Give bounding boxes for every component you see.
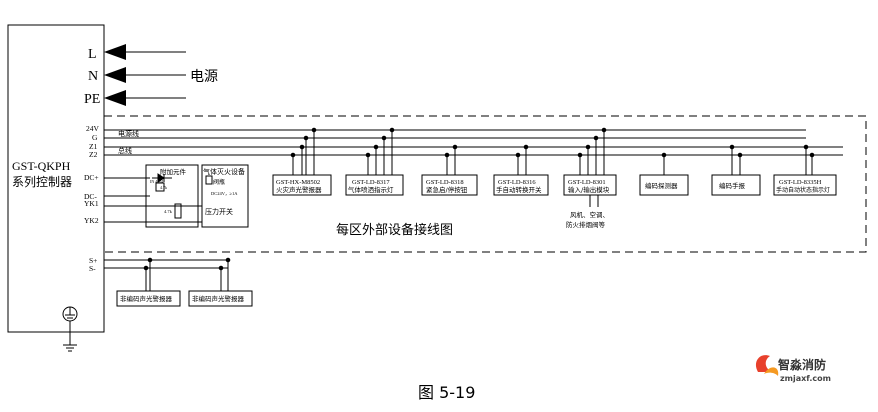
arrow-pe-icon <box>104 90 126 106</box>
device-box-8 <box>773 174 837 196</box>
sounder-circuit <box>104 257 231 291</box>
controller-name-line2: 系列控制器 <box>12 175 72 189</box>
bus-lines <box>104 129 843 156</box>
device-box-6 <box>639 174 689 196</box>
terminal-dc-plus: DC+ <box>84 173 99 182</box>
device-8-model: GST-LD-8335H <box>779 179 822 186</box>
terminal-n-label: N <box>88 69 98 84</box>
device-2-desc: 气体喷洒指示灯 <box>348 185 394 194</box>
device-5-model: GST-LD-8301 <box>568 179 606 186</box>
device-4-desc: 手自动转换开关 <box>496 185 542 194</box>
sounder-label-1: 非编码声光警报器 <box>120 294 173 303</box>
power-label: 电源 <box>190 69 218 85</box>
device-4-model: GST-LD-8316 <box>498 179 536 186</box>
ground-icon <box>62 306 78 352</box>
io-module-note-line1: 风机、空调、 <box>570 210 609 219</box>
resistor-large-label: 4.7k <box>164 209 173 214</box>
device-3-model: GST-LD-8318 <box>426 179 464 186</box>
terminal-l-label: L <box>88 47 97 62</box>
pressure-switch-label: 压力开关 <box>205 207 233 216</box>
controller-terminal-labels: 24V G Z1 Z2 DC+ DC- YK1 YK2 S+ S- <box>84 124 100 273</box>
power-terminals: L N PE 电源 <box>84 44 218 107</box>
terminal-dc-minus: DC- <box>84 192 97 201</box>
terminal-pe-label: PE <box>84 92 100 107</box>
terminal-24v: 24V <box>86 124 100 133</box>
device-labels: GST-HX-M8502 火灾声光警报器 GST-LD-8317 气体喷洒指示灯… <box>276 179 830 229</box>
gas-valve-spec: DC24V，≥1A <box>211 191 238 197</box>
device-8-desc: 手动自动状态指示灯 <box>776 186 830 194</box>
gas-equipment-title: 气体灭火设备 <box>203 167 245 176</box>
watermark-brand: 智淼消防 <box>777 357 826 372</box>
gas-valve-label: 阀瓶 <box>213 178 225 186</box>
device-drops <box>290 127 815 207</box>
device-5-desc: 输入/输出模块 <box>568 185 610 194</box>
arrow-n-icon <box>104 67 126 83</box>
sounder-box-2 <box>188 290 253 307</box>
power-bus-label: 电源线 <box>118 129 139 138</box>
terminal-z1: Z1 <box>89 142 98 151</box>
diode-label: IN 4004 <box>150 179 163 184</box>
watermark-logo-icon <box>755 355 779 376</box>
device-box-1 <box>272 174 332 196</box>
io-module-note-line2: 防火排烟阀等 <box>566 220 606 229</box>
device-box-2 <box>345 174 404 196</box>
terminal-yk1: YK1 <box>84 199 99 208</box>
gas-valve-icon <box>205 175 213 185</box>
terminal-s-minus: S- <box>89 264 96 273</box>
resistor-icon <box>174 203 182 219</box>
device-6-desc: 编码探测器 <box>645 181 678 190</box>
device-box-5 <box>563 174 617 196</box>
terminal-yk2: YK2 <box>84 216 99 225</box>
device-box-4 <box>493 174 549 196</box>
arrow-l-icon <box>104 44 126 60</box>
aux-box <box>145 164 199 228</box>
watermark-url: zmjaxf.com <box>780 374 831 383</box>
figure-caption: 图 5-19 <box>418 383 475 402</box>
device-1-desc: 火灾声光警报器 <box>276 185 322 194</box>
device-box-3 <box>421 174 478 196</box>
gas-equipment-box <box>201 164 249 228</box>
diode-icon <box>152 173 172 192</box>
aux-box-title: 附加元件 <box>160 167 187 176</box>
main-bus-label: 总线 <box>118 146 132 155</box>
resistor-small-label: 4.7k <box>160 185 167 190</box>
terminal-g: G <box>92 133 98 142</box>
auxiliary-block: 附加元件 IN 4004 4.7k 4.7k 气体灭火设备 阀瓶 DC24V，≥… <box>104 164 249 228</box>
sounder-label-2: 非编码声光警报器 <box>192 294 245 303</box>
zone-boundary <box>104 115 867 253</box>
device-3-desc: 紧急启/停按钮 <box>426 185 468 194</box>
sounder-box-1 <box>116 290 181 307</box>
device-boxes <box>272 174 837 196</box>
terminal-z2: Z2 <box>89 150 98 159</box>
zone-caption: 每区外部设备接线图 <box>336 222 453 238</box>
device-1-model: GST-HX-M8502 <box>276 179 320 186</box>
terminal-s-plus: S+ <box>89 256 97 265</box>
device-7-desc: 编码手报 <box>719 181 746 190</box>
device-2-model: GST-LD-8317 <box>352 179 390 186</box>
device-box-7 <box>711 174 761 196</box>
controller-name-line1: GST-QKPH <box>12 159 71 173</box>
